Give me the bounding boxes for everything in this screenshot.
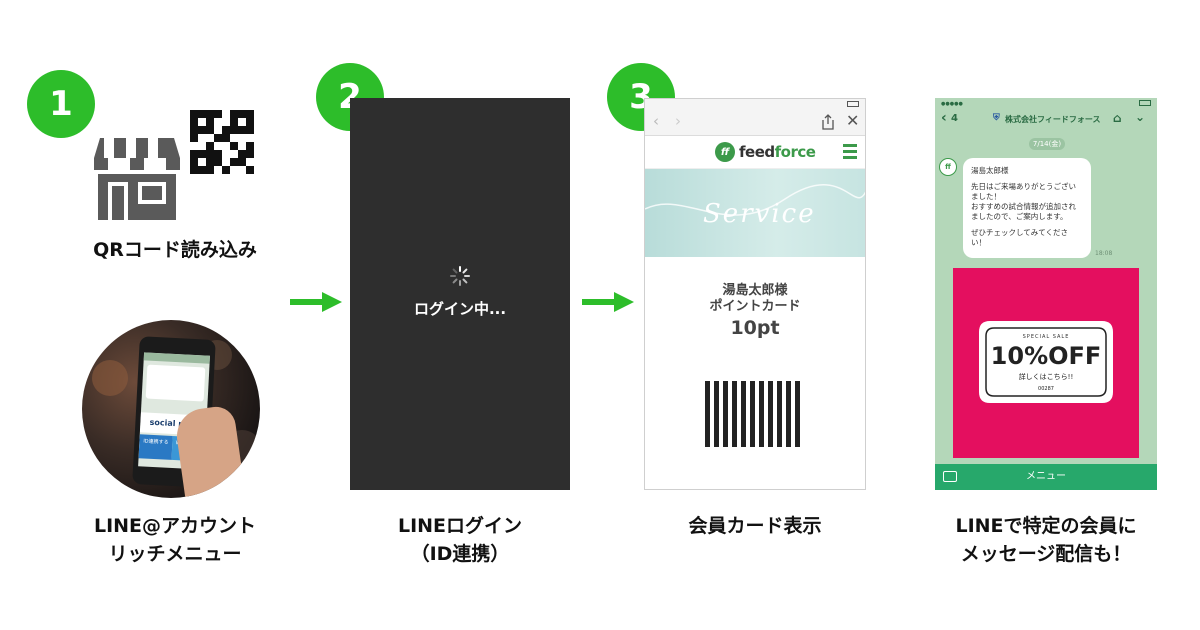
qr-code-icon bbox=[190, 110, 254, 174]
card-title: ポイントカード bbox=[709, 299, 801, 314]
caption-message-1: LINEで特定の会員に bbox=[955, 515, 1137, 537]
home-icon[interactable]: ⌂ bbox=[1113, 111, 1122, 125]
sale-heading: SPECIAL SALE bbox=[1022, 334, 1070, 340]
back-chevron-icon[interactable]: ‹ bbox=[653, 112, 659, 130]
menu-label: メニュー bbox=[1026, 471, 1066, 482]
status-bar bbox=[645, 99, 865, 109]
id-link-button: ID連携する bbox=[138, 434, 173, 460]
caption-message-2: メッセージ配信も！ bbox=[960, 543, 1132, 565]
chat-header: ‹ 4 ⛨ 株式会社フィードフォース ⌂ ⌄ bbox=[935, 108, 1157, 132]
line-login-screen: ログイン中... bbox=[350, 98, 570, 490]
step-3-badge: 3 bbox=[607, 63, 675, 131]
service-banner: Service bbox=[645, 169, 865, 257]
caption-rich-menu-2: リッチメニュー bbox=[108, 543, 242, 565]
back-count: 4 bbox=[951, 113, 958, 124]
message-time: 18:08 bbox=[1095, 250, 1113, 257]
caption-line-login-2: （ID連携） bbox=[410, 543, 510, 565]
forward-chevron-icon[interactable]: › bbox=[675, 112, 681, 130]
shield-icon: ⛨ bbox=[993, 113, 1000, 123]
message-greeting: 湯島太郎様 bbox=[971, 166, 1009, 175]
close-icon[interactable]: ✕ bbox=[846, 111, 860, 130]
date-pill: 7/14(金) bbox=[1029, 138, 1065, 150]
caption-rich-menu-1: LINE@アカウント bbox=[93, 515, 257, 537]
chevron-down-icon[interactable]: ⌄ bbox=[1135, 110, 1146, 124]
line-chat-screen: ●●●●● ‹ 4 ⛨ 株式会社フィードフォース ⌂ ⌄ 7/14(金) ff … bbox=[935, 98, 1157, 490]
arrow-right-icon-2 bbox=[582, 292, 634, 312]
caption-line-login-1: LINEログイン bbox=[397, 515, 523, 537]
browser-bar: ‹ › ✕ bbox=[645, 109, 865, 136]
message-body-2: おすすめの試合情報が追加されましたので、ご案内します。 bbox=[971, 202, 1076, 221]
hamburger-menu-icon[interactable] bbox=[843, 144, 857, 162]
caption-qr: QRコード読み込み bbox=[93, 239, 257, 261]
avatar: ff bbox=[939, 158, 957, 176]
site-header: ff feedforce bbox=[645, 136, 865, 169]
rich-menu-bar[interactable]: メニュー bbox=[935, 464, 1157, 490]
message-bubble: 湯島太郎様 先日はご来場ありがとうございました！ おすすめの試合情報が追加されま… bbox=[963, 158, 1091, 258]
keyboard-icon[interactable] bbox=[943, 471, 957, 482]
member-name: 湯島太郎様 ポイントカード bbox=[645, 283, 865, 315]
step-1-badge: 1 bbox=[27, 70, 95, 138]
account-name: 株式会社フィードフォース bbox=[1005, 115, 1101, 124]
feedforce-logo: ff feedforce bbox=[715, 142, 816, 162]
arrow-right-icon-1 bbox=[290, 292, 342, 312]
member-card-screen: ‹ › ✕ ff feedforce Service 湯島太郎様 ポイントカード… bbox=[644, 98, 866, 490]
store-icon bbox=[94, 138, 180, 220]
sale-discount: 10%OFF bbox=[990, 342, 1102, 370]
barcode bbox=[705, 381, 800, 447]
message-body-1: 先日はご来場ありがとうございました！ bbox=[971, 182, 1076, 201]
message-body-3: ぜひチェックしてみてください！ bbox=[971, 228, 1069, 247]
login-status-text: ログイン中... bbox=[413, 300, 507, 318]
loading-spinner-icon bbox=[450, 266, 470, 286]
back-chevron-icon[interactable]: ‹ bbox=[941, 110, 947, 126]
sale-subtext: 詳しくはこちら!! bbox=[1018, 373, 1074, 381]
phone-in-hand-photo: social plus ID連携する WEBサイト bbox=[82, 320, 260, 498]
caption-card-display: 会員カード表示 bbox=[688, 515, 822, 537]
share-icon[interactable] bbox=[821, 114, 835, 130]
point-balance: 10pt bbox=[730, 317, 780, 339]
hand bbox=[173, 404, 247, 498]
status-bar: ●●●●● bbox=[935, 98, 1157, 108]
sale-coupon-image[interactable]: SPECIAL SALE 10%OFF 詳しくはこちら!! 00287 bbox=[953, 268, 1139, 458]
sale-code: 00287 bbox=[1038, 386, 1054, 392]
